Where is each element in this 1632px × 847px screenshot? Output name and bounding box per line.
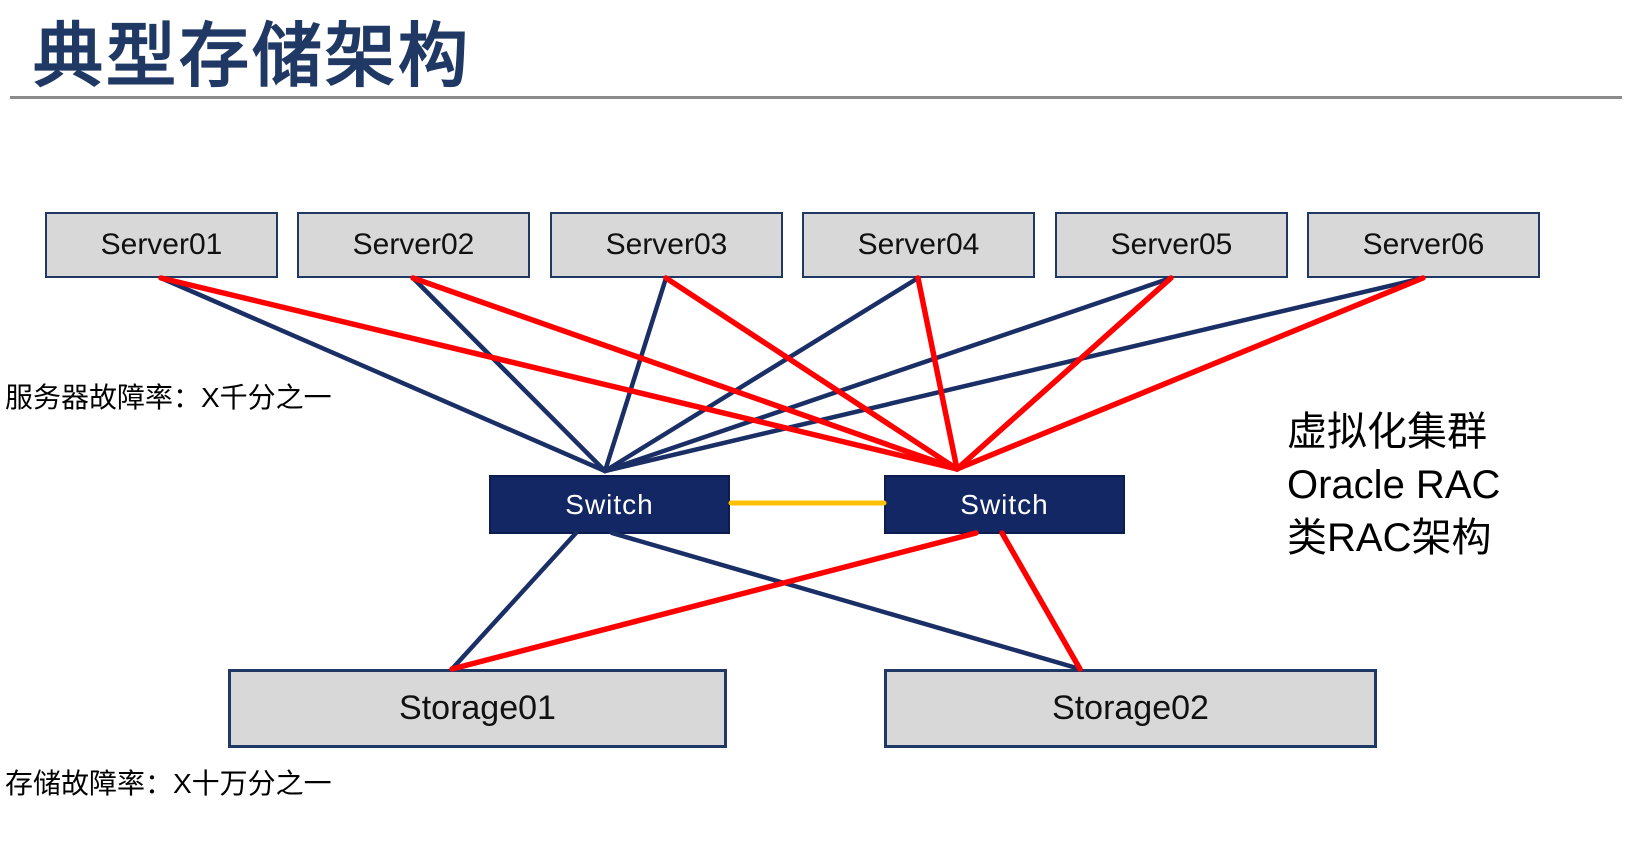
server-label: Server02 <box>352 228 475 261</box>
server-box-1: Server01 <box>45 212 278 278</box>
connection-line <box>449 530 979 672</box>
server-label: Server03 <box>605 228 728 261</box>
cluster-note: 虚拟化集群 Oracle RAC 类RAC架构 <box>1287 406 1500 565</box>
connection-line <box>602 275 1174 474</box>
storage-label: Storage01 <box>399 689 556 727</box>
connection-line <box>158 275 960 472</box>
server-box-4: Server04 <box>802 212 1035 278</box>
server-label: Server05 <box>1110 228 1233 261</box>
server-label: Server04 <box>857 228 980 261</box>
connection-line <box>999 530 1083 672</box>
switch-box-right: Switch <box>884 475 1125 534</box>
cluster-note-line: 虚拟化集群 <box>1287 410 1487 454</box>
storage-failure-label: 存储故障率：X十万分之一 <box>5 768 332 799</box>
connection-line <box>915 275 960 472</box>
switch-label: Switch <box>565 488 654 520</box>
connection-line <box>410 275 608 474</box>
connection-line <box>158 275 608 474</box>
server-box-2: Server02 <box>297 212 530 278</box>
storage-box-1: Storage01 <box>228 669 727 748</box>
server-failure-label: 服务器故障率：X千分之一 <box>5 382 332 413</box>
server-label: Server01 <box>100 228 223 261</box>
connection-line <box>954 275 1174 472</box>
page-title: 典型存储架构 <box>33 17 471 95</box>
server-box-6: Server06 <box>1307 212 1540 278</box>
connection-line <box>410 275 960 472</box>
switch-box-left: Switch <box>489 475 730 534</box>
cluster-note-line: 类RAC架构 <box>1287 516 1492 560</box>
switch-label: Switch <box>960 488 1049 520</box>
server-label: Server06 <box>1362 228 1485 261</box>
title-divider <box>10 96 1622 99</box>
server-box-5: Server05 <box>1055 212 1288 278</box>
connection-line <box>609 530 1083 672</box>
cluster-note-line: Oracle RAC <box>1287 463 1501 507</box>
connection-line <box>449 530 579 672</box>
server-box-3: Server03 <box>550 212 783 278</box>
storage-label: Storage02 <box>1052 689 1209 727</box>
connection-line <box>602 275 921 474</box>
connection-line <box>663 275 960 472</box>
connection-line <box>602 275 669 474</box>
storage-box-2: Storage02 <box>884 669 1377 748</box>
